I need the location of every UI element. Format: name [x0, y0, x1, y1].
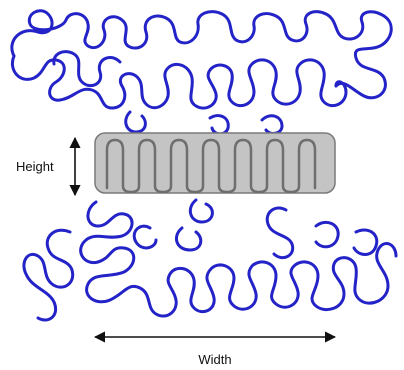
brush-chains: [105, 138, 317, 194]
top-polymer-chain: [10, 9, 393, 136]
height-label: Height: [16, 159, 54, 174]
brush-layer: [94, 132, 336, 194]
bottom-polymer-chain: [22, 198, 398, 322]
width-label: Width: [198, 352, 231, 367]
